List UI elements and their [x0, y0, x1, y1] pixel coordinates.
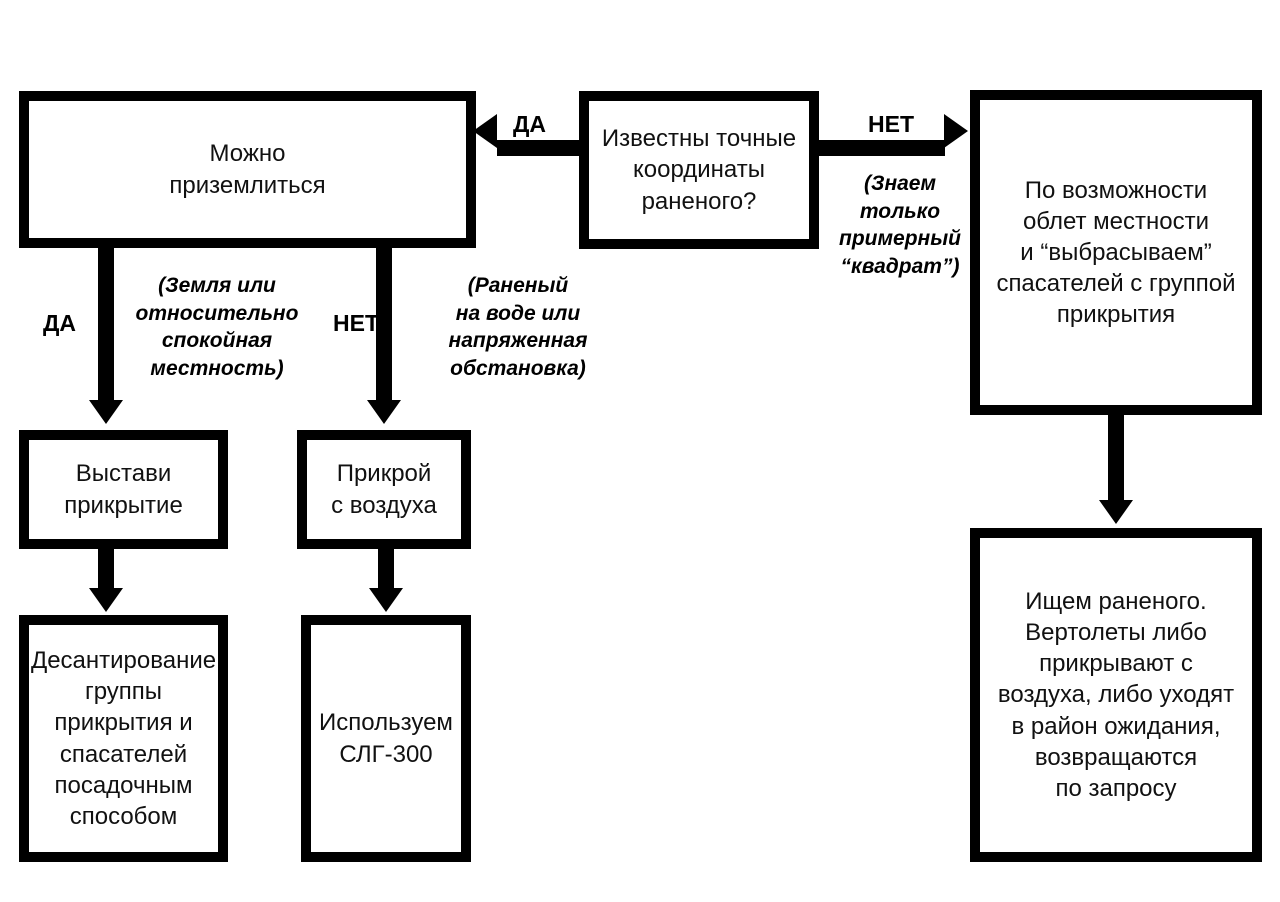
arrowhead-can-land-to-cover-air [367, 400, 401, 424]
edge-note-land-no: (Раненый на воде или напряженная обстано… [448, 274, 588, 381]
connector-decision-to-can-land [497, 140, 585, 156]
edge-label-decision-no: НЕТ [868, 111, 914, 137]
arrowhead-set-cover-to-landing-drop [89, 588, 123, 612]
connector-cover-air-to-slg300 [378, 546, 394, 592]
node-flyover-drop-rescuers[interactable]: По возможности облет местности и “выбрас… [970, 90, 1262, 415]
arrowhead-flyover-to-search [1099, 500, 1133, 524]
node-can-land-label: Можно приземлиться [169, 140, 326, 199]
edge-label-land-yes: ДА [43, 310, 76, 336]
node-search-wounded[interactable]: Ищем раненого. Вертолеты либо прикрывают… [970, 528, 1262, 862]
arrowhead-decision-to-can-land [473, 114, 497, 148]
connector-can-land-to-set-cover [98, 244, 114, 404]
node-cover-from-air[interactable]: Прикрой с воздуха [297, 430, 471, 549]
node-flyover-drop-rescuers-label: По возможности облет местности и “выбрас… [996, 176, 1236, 329]
node-set-cover-label: Выстави прикрытие [64, 460, 183, 519]
edge-label-decision-yes: ДА [513, 111, 546, 137]
edge-note-land-yes: (Земля или относительно спокойная местно… [135, 274, 299, 381]
node-landing-drop-label: Десантирование группы прикрытия и спасат… [30, 646, 217, 830]
node-cover-from-air-label: Прикрой с воздуха [331, 460, 437, 519]
arrowhead-can-land-to-set-cover [89, 400, 123, 424]
node-coordinates-decision[interactable]: Известны точные координаты раненого? [579, 91, 819, 249]
arrowhead-cover-air-to-slg300 [369, 588, 403, 612]
node-landing-drop[interactable]: Десантирование группы прикрытия и спасат… [19, 615, 228, 862]
connector-decision-to-flyover [815, 140, 945, 156]
connector-can-land-to-cover-air [376, 244, 392, 404]
connector-flyover-to-search [1108, 410, 1124, 502]
node-can-land[interactable]: Можно приземлиться [19, 91, 476, 248]
node-coordinates-decision-label: Известны точные координаты раненого? [601, 125, 797, 215]
node-use-slg300[interactable]: Используем СЛГ-300 [301, 615, 471, 862]
node-use-slg300-label: Используем СЛГ-300 [319, 709, 453, 768]
arrowhead-decision-to-flyover [944, 114, 968, 148]
connector-set-cover-to-landing-drop [98, 546, 114, 592]
node-search-wounded-label: Ищем раненого. Вертолеты либо прикрывают… [997, 587, 1235, 802]
edge-note-decision-no: (Знаем только примерный “квадрат”) [839, 172, 961, 279]
edge-label-land-no: НЕТ [333, 310, 379, 336]
node-set-cover[interactable]: Выстави прикрытие [19, 430, 228, 549]
